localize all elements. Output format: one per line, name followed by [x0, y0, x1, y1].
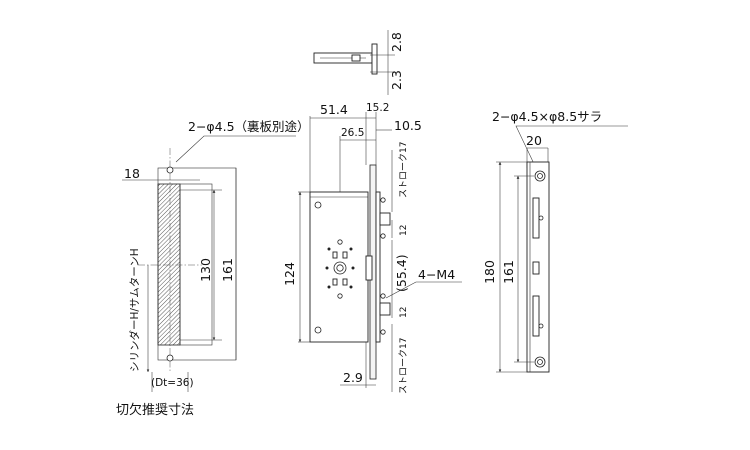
hub-slot-4: [342, 278, 348, 286]
cutout-side-label: シリンダーH/サムターンH: [128, 248, 141, 372]
hub-lower-hole: [337, 293, 343, 299]
latch-lower: [379, 302, 391, 316]
lock-body-view: 51.4 15.2 26.5 10.5: [282, 102, 462, 394]
case-screw-top: [314, 201, 322, 209]
screw-leader: [385, 281, 462, 299]
case-screw-bottom: [314, 326, 322, 334]
cutout-note-leader: [175, 135, 296, 163]
face-screw-top: [380, 197, 386, 203]
strike-slot-center: [532, 261, 540, 275]
hub-slot-1: [332, 251, 338, 259]
stroke-bottom: ストローク17: [398, 338, 409, 394]
cutout-dim-161: 161: [220, 258, 235, 282]
strike-hole-bottom-inner: [537, 359, 543, 365]
top-view-dim-a: 2.8: [389, 32, 404, 52]
hub-dot: [351, 266, 355, 270]
body-dim-face: 15.2: [366, 102, 389, 114]
hub-slot-3: [332, 278, 338, 286]
strike-hole-top-inner: [537, 173, 543, 179]
cutout-hole-top: [166, 166, 174, 174]
body-dim-face-thk: 10.5: [394, 118, 422, 133]
hub-slot-2: [342, 251, 348, 259]
screw-label: 4−M4: [418, 267, 455, 282]
body-dim-height: 124: [282, 262, 297, 286]
cutout-caption: 切欠推奨寸法: [116, 402, 194, 418]
pitch-top: 12: [399, 225, 409, 236]
strike-slot-lower: [532, 295, 540, 337]
top-view: 2.8 2.3: [313, 30, 404, 95]
hub-upper-hole: [337, 239, 343, 245]
top-view-block: [351, 54, 361, 62]
cutout-dim-18: 18: [124, 166, 140, 181]
cylinder-hub: [325, 239, 355, 299]
strike-screw-upper: [538, 215, 544, 221]
pitch-bottom: 12: [399, 307, 409, 318]
cutout-inner-outline: [179, 183, 213, 346]
strike-screw-lower: [538, 323, 544, 329]
strike-note-leader: [515, 125, 628, 169]
strike-dim-inner: 161: [501, 260, 516, 284]
face-screw-upper: [380, 233, 386, 239]
strike-slot-upper: [532, 197, 540, 239]
cutout-dt-label: (Dt=36): [151, 377, 194, 389]
body-dim-backset: 26.5: [341, 127, 364, 139]
face-screw-lower: [380, 293, 386, 299]
strike-hole-note: 2−φ4.5×φ8.5サラ: [492, 109, 602, 124]
hub-dot: [327, 247, 331, 251]
lock-faceplate-edge: [375, 191, 381, 343]
stroke-top: ストローク17: [398, 142, 409, 198]
body-dim-bottom: 2.9: [343, 370, 363, 385]
top-view-dim-b: 2.3: [389, 70, 404, 90]
cutout-mortise-hatch: [157, 183, 181, 346]
latch-upper: [379, 212, 391, 226]
strike-plate-view: 2−φ4.5×φ8.5サラ 20 180 161: [482, 109, 628, 373]
strike-dim-width: 20: [526, 133, 542, 148]
hub-inner: [336, 264, 344, 272]
hub-dot: [349, 247, 353, 251]
hub-dot: [327, 285, 331, 289]
cutout-dim-130: 130: [198, 258, 213, 282]
top-view-face: [371, 43, 378, 75]
cutout-hole-note: 2−φ4.5（裏板別途）: [188, 119, 310, 134]
face-center-slot: [365, 255, 373, 281]
face-screw-bottom: [380, 329, 386, 335]
hub-dot: [325, 266, 329, 270]
cutout-hole-bottom: [166, 354, 174, 362]
body-dim-center: (55.4): [394, 254, 409, 292]
strike-dim-outer: 180: [482, 260, 497, 284]
cutout-view: 2−φ4.5（裏板別途） 18 130 161 シリンダーH/サムターンH (D…: [116, 119, 310, 418]
body-dim-width: 51.4: [320, 102, 348, 117]
hub-dot: [349, 285, 353, 289]
